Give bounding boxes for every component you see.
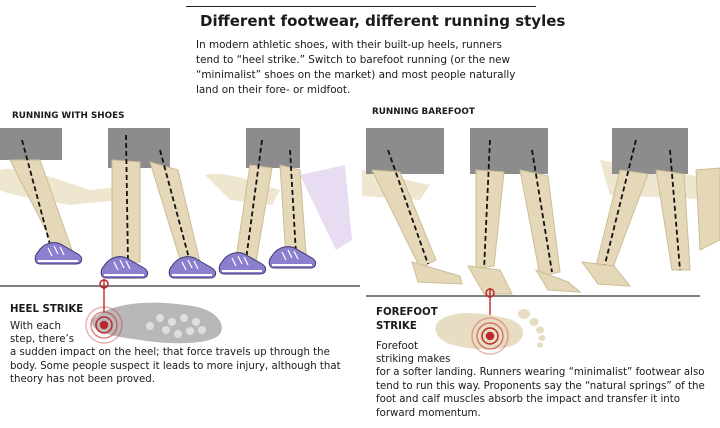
page-title: Different footwear, different running st… <box>200 12 566 30</box>
label-running-with-shoes: RUNNING WITH SHOES <box>12 111 125 121</box>
faded-runner <box>300 165 352 250</box>
forefoot-strike-title-1: FOREFOOT <box>376 307 438 318</box>
forefoot-impact-target <box>471 317 509 355</box>
title-rule <box>186 6 536 7</box>
heel-strike-title: HEEL STRIKE <box>10 304 84 315</box>
forefoot-strike-title-2: STRIKE <box>376 321 417 332</box>
forefoot-strike-line1: Forefoot <box>376 341 419 352</box>
heel-strike-line2: step, there’s <box>10 334 75 345</box>
forefoot-strike-description: for a softer landing. Runners wearing “m… <box>376 367 705 419</box>
shoe-runners-group <box>0 128 360 344</box>
heel-strike-description: a sudden impact on the heel; that force … <box>10 347 341 386</box>
barefoot-runners-group <box>362 128 720 355</box>
heel-strike-line1: With each <box>10 321 61 332</box>
intro-text: In modern athletic shoes, with their bui… <box>196 39 516 96</box>
heel-impact-target <box>85 306 123 344</box>
label-running-barefoot: RUNNING BAREFOOT <box>372 107 475 117</box>
forefoot-strike-line2: striking makes <box>376 354 451 365</box>
